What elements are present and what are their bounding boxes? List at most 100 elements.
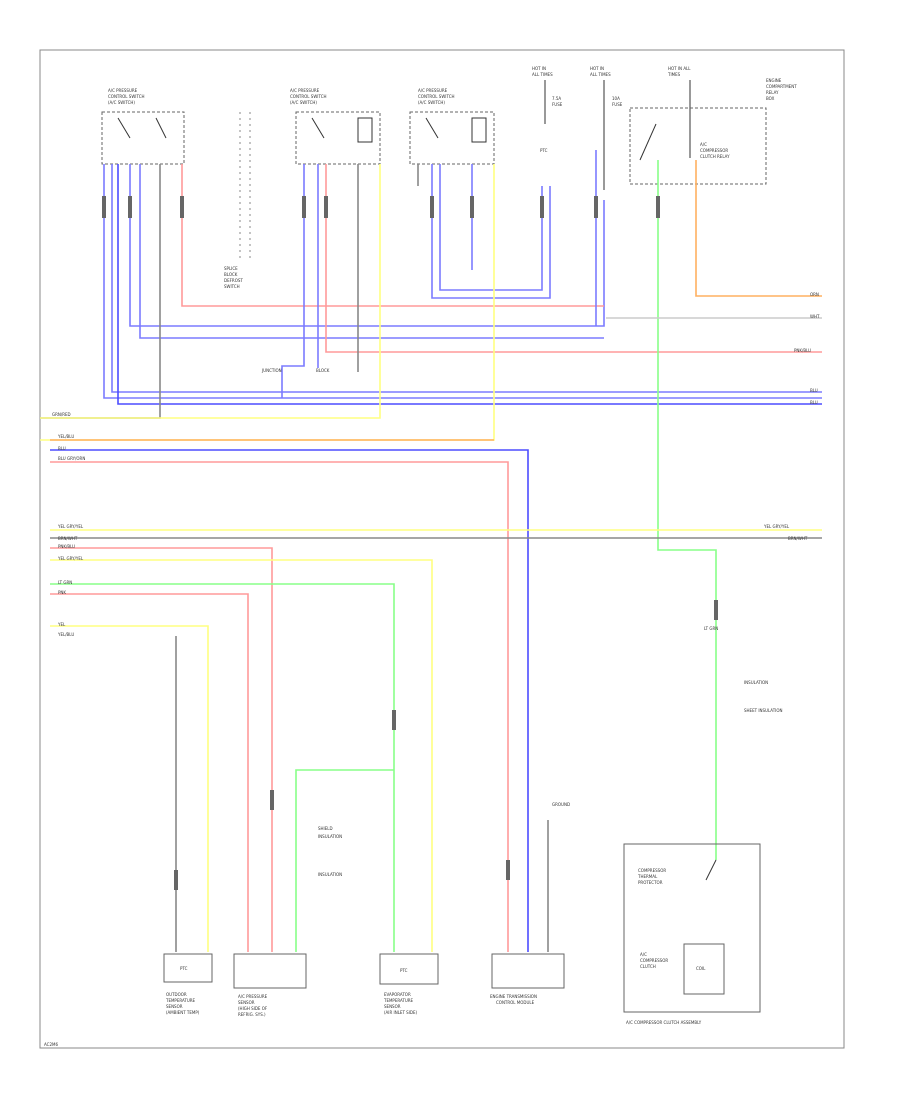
- thermal-protector-line2: THERMAL: [637, 874, 658, 879]
- clutch-coil-line1: A/C: [640, 952, 647, 957]
- junction-label-2: BLOCK: [316, 368, 330, 373]
- bus-label-11: YEL: [57, 622, 66, 627]
- ambient-sensor-box-label: PTC: [180, 966, 188, 971]
- ac-relay-line1: A/C: [700, 142, 707, 147]
- ac-compressor-clutch-assembly: A/C COMPRESSOR CLUTCH ASSEMBLY COMPRESSO…: [623, 843, 761, 1025]
- ambient-sensor-line1: OUTDOOR: [166, 992, 187, 997]
- bus-label-10: PNK: [58, 590, 66, 595]
- engine-relay-line2: COMPARTMENT: [766, 84, 797, 89]
- right-label-5: BLU: [810, 400, 818, 405]
- ac-pressure-sensor-line2: SENSOR: [238, 1000, 255, 1005]
- ambient-sensor-line4: (AMBIENT TEMP): [166, 1010, 200, 1015]
- clutch-coil-line2: COMPRESSOR: [640, 958, 668, 963]
- bus-label-7: PNK/BLU: [58, 544, 75, 549]
- footer-code: AC2M6: [44, 1042, 58, 1047]
- ac-relay-line3: CLUTCH RELAY: [700, 154, 730, 159]
- bus-label-5: YEL GRY/YEL: [57, 524, 84, 529]
- ac-pressure-sensor-line4: REFRIG. SYS.): [238, 1012, 266, 1017]
- evaporator-sensor-box-label: PTC: [400, 968, 408, 973]
- insulation-label-right: INSULATION: [744, 680, 768, 685]
- ac-switch-2-line2: CONTROL SWITCH: [290, 94, 327, 99]
- ambient-sensor: PTC OUTDOOR TEMPERATURE SENSOR (AMBIENT …: [163, 953, 213, 1015]
- ac-switch-3-line1: A/C PRESSURE: [418, 88, 448, 93]
- connector-marks: [102, 196, 718, 890]
- hot-in-2-line1: HOT IN: [590, 66, 604, 71]
- fuse-1-line1: 7.5A: [552, 96, 561, 101]
- ecm-line2: CONTROL MODULE: [496, 1000, 535, 1005]
- insulation-label-1: INSULATION: [318, 834, 342, 839]
- fuse-2-line2: FUSE: [612, 102, 623, 107]
- fuse-2-line1: 10A: [612, 96, 620, 101]
- engine-relay-line4: BOX: [766, 96, 775, 101]
- bus-label-6: BRN/WHT: [58, 536, 78, 541]
- ac-pressure-switch-3: A/C PRESSURE CONTROL SWITCH (A/C SWITCH): [409, 88, 495, 165]
- engine-control-module: ENGINE TRANSMISSION CONTROL MODULE: [490, 953, 565, 1005]
- fuse-1-line2: FUSE: [552, 102, 563, 107]
- ac-switch-2-line1: A/C PRESSURE: [290, 88, 320, 93]
- splice-block-line3: DEFROST: [224, 278, 243, 283]
- right-label-1: ORN: [810, 292, 819, 297]
- evaporator-sensor-line3: SENSOR: [384, 1004, 401, 1009]
- bus-label-9: LT GRN: [58, 580, 72, 585]
- wire-id-label: LT GRN: [704, 626, 718, 631]
- ptc-note: PTC: [540, 148, 548, 153]
- ac-pressure-switch-1: A/C PRESSURE CONTROL SWITCH (A/C SWITCH): [101, 88, 185, 165]
- annotations: SHIELD INSULATION INSULATION INSULATION …: [318, 626, 782, 877]
- ac-switch-3-line2: CONTROL SWITCH: [418, 94, 455, 99]
- insulation-label-2: INSULATION: [318, 872, 342, 877]
- top-wiring: [40, 150, 822, 860]
- diagram-frame: [39, 49, 845, 1049]
- hot-in-3-line1: HOT IN ALL: [668, 66, 691, 71]
- ac-pressure-switch-2: A/C PRESSURE CONTROL SWITCH (A/C SWITCH): [290, 88, 381, 165]
- engine-relay-line3: RELAY: [766, 90, 779, 95]
- ac-switch-1-line1: A/C PRESSURE: [108, 88, 138, 93]
- clutch-coil-box: COIL: [696, 966, 706, 971]
- bus-label-3: BLU: [58, 446, 66, 451]
- right-edge-labels: ORN WHT PNK/BLU BLU BLU YEL GRY/YEL BRN/…: [763, 292, 820, 541]
- ambient-sensor-line2: TEMPERATURE: [165, 998, 196, 1003]
- shield-label-1: SHIELD: [318, 826, 333, 831]
- bus-label-2: YEL/BLU: [57, 434, 74, 439]
- engine-relay-line1: ENGINE: [766, 78, 782, 83]
- ac-relay-line2: COMPRESSOR: [700, 148, 728, 153]
- evaporator-sensor-line1: EVAPORATOR: [384, 992, 411, 997]
- ac-switch-3-line3: (A/C SWITCH): [418, 100, 445, 105]
- splice-block-line4: SWITCH: [224, 284, 240, 289]
- right-label-3: PNK/BLU: [794, 348, 811, 353]
- right-label-7: BRN/WHT: [788, 536, 808, 541]
- splice-block-line1: SPLICE: [224, 266, 238, 271]
- clutch-coil-line3: CLUTCH: [640, 964, 656, 969]
- bus-labels: GRN/RED YEL/BLU BLU BLU GRY/ORN YEL GRY/…: [52, 412, 85, 637]
- right-label-6: YEL GRY/YEL: [763, 524, 790, 529]
- evaporator-sensor-line4: (AIR INLET SIDE): [384, 1010, 417, 1015]
- ac-pressure-sensor-line3: (HIGH SIDE OF: [238, 1006, 268, 1011]
- bus-lines: [50, 439, 822, 952]
- hot-in-1-line2: ALL TIMES: [532, 72, 553, 77]
- hot-in-2-line2: ALL TIMES: [590, 72, 611, 77]
- splice-block: SPLICE BLOCK DEFROST SWITCH: [224, 112, 251, 289]
- bus-label-8: YEL GRY/YEL: [57, 556, 84, 561]
- power-sources: HOT IN ALL TIMES HOT IN ALL TIMES HOT IN…: [532, 66, 797, 190]
- splice-block-line2: BLOCK: [224, 272, 238, 277]
- ambient-sensor-line3: SENSOR: [166, 1004, 183, 1009]
- ground-label: GROUND: [552, 802, 570, 807]
- junction-label-1: JUNCTION: [261, 368, 282, 373]
- ac-switch-1-line2: CONTROL SWITCH: [108, 94, 145, 99]
- hot-in-3-line2: TIMES: [667, 72, 681, 77]
- thermal-protector-line3: PROTECTOR: [638, 880, 663, 885]
- bus-label-12: YEL/BLU: [57, 632, 74, 637]
- ac-switch-1-line3: (A/C SWITCH): [108, 100, 135, 105]
- ac-switch-2-line3: (A/C SWITCH): [290, 100, 317, 105]
- bus-label-1: GRN/RED: [52, 412, 71, 417]
- right-label-4: BLU: [810, 388, 818, 393]
- evaporator-sensor: PTC EVAPORATOR TEMPERATURE SENSOR (AIR I…: [379, 953, 439, 1015]
- sheet-insulation-label: SHEET INSULATION: [744, 708, 782, 713]
- hot-in-1-line1: HOT IN: [532, 66, 546, 71]
- ac-pressure-sensor-line1: A/C PRESSURE: [238, 994, 268, 999]
- thermal-protector-line1: COMPRESSOR: [638, 868, 666, 873]
- right-label-2: WHT: [810, 314, 820, 319]
- ecm-line1: ENGINE TRANSMISSION: [490, 994, 537, 999]
- ac-pressure-sensor: A/C PRESSURE SENSOR (HIGH SIDE OF REFRIG…: [233, 953, 307, 1017]
- evaporator-sensor-line2: TEMPERATURE: [383, 998, 414, 1003]
